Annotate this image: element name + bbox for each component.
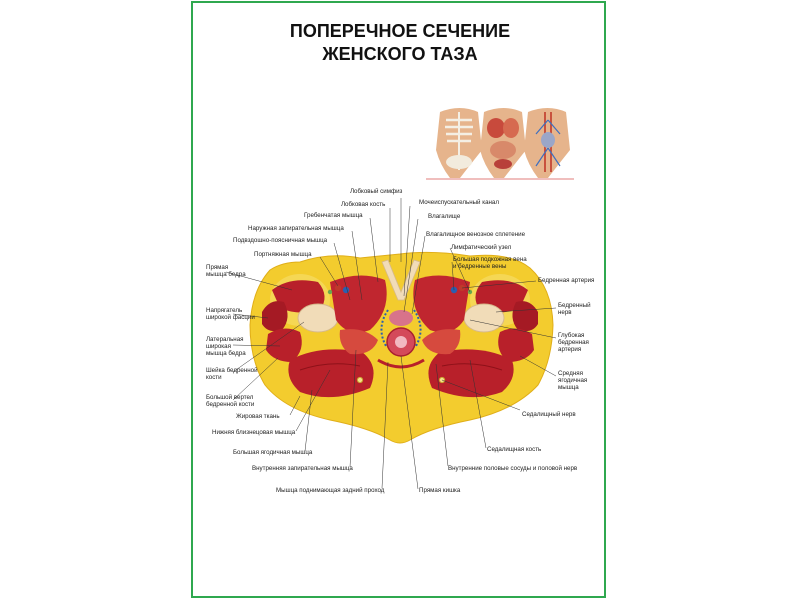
label-iliopsoas: Подвздошно-поясничная мышца — [233, 237, 328, 244]
label-deep-femoral-artery-1: Глубокая — [558, 332, 585, 339]
torso-vessels — [524, 108, 570, 178]
torso-organs — [480, 108, 526, 178]
label-femur-neck-2: кости — [206, 374, 222, 381]
label-gluteus-maximus: Большая ягодичная мышца — [233, 449, 313, 456]
left-femoral-vein — [342, 286, 350, 294]
label-fat-tissue: Жировая ткань — [236, 413, 280, 420]
label-vastus-lateralis-3: мышца бедра — [206, 350, 246, 357]
left-femur-neck — [297, 303, 339, 333]
label-pubic-bone: Лобковая кость — [341, 201, 386, 208]
left-gluteus-maximus — [288, 349, 374, 398]
poster-title-line-2: ЖЕНСКОГО ТАЗА — [322, 44, 478, 64]
label-greater-trochanter-2: бедренной кости — [206, 401, 255, 408]
right-femur-neck — [463, 303, 505, 333]
label-vagina: Влагалище — [428, 213, 461, 220]
label-inferior-gemellus: Нижняя близнецовая мышца — [212, 429, 296, 436]
label-ischium: Седалищная кость — [487, 446, 542, 453]
label-femur-neck-1: Шейка бедренной — [206, 367, 258, 374]
label-rectum: Прямая кишка — [419, 487, 461, 494]
left-obturator-ext — [339, 329, 378, 355]
label-pectineus: Гребенчатая мышца — [304, 212, 363, 219]
pelvis-cross-section — [249, 251, 554, 444]
right-gluteus-maximus — [428, 349, 514, 398]
label-urethra: Мочеиспускательный канал — [419, 199, 499, 206]
right-obturator-ext — [422, 329, 461, 355]
label-greater-trochanter-1: Большой вертел — [206, 394, 254, 401]
torso-skeleton — [436, 108, 482, 178]
leader-lines — [225, 198, 557, 490]
label-sartorius: Портняжная мышца — [254, 251, 312, 258]
label-rectus-femoris-2: мышца бедра — [206, 271, 246, 278]
label-sciatic-nerve: Седалищный нерв — [522, 411, 576, 418]
label-femoral-artery: Бедренная артерия — [538, 277, 595, 284]
label-pubic-symphysis: Лобковый симфиз — [350, 188, 403, 195]
left-vastus-lateralis — [266, 328, 302, 362]
left-lymph-node — [327, 289, 333, 295]
label-saphenous-vein-2: и бедренные вены — [453, 263, 507, 270]
label-tensor-fasciae-1: Напрягатель — [206, 307, 243, 314]
right-vastus-lateralis — [498, 328, 534, 362]
torso-thumbnails — [426, 108, 574, 180]
label-deep-femoral-artery-2: бедренная — [558, 339, 589, 346]
label-internal-obturator: Внутренняя запирательная мышца — [252, 465, 353, 472]
levator-ani — [377, 358, 425, 369]
left-tensor-fasciae — [262, 301, 288, 332]
label-rectus-femoris-1: Прямая — [206, 264, 229, 271]
label-lymph-node: Лимфатический узел — [451, 244, 512, 251]
label-gluteus-medius-2: ягодичная — [558, 377, 588, 384]
label-femoral-nerve-2: нерв — [558, 309, 572, 316]
label-levator-ani: Мышца поднимающая задний проход — [276, 487, 385, 494]
label-gluteus-medius-1: Средняя — [558, 370, 583, 377]
left-sciatic-nerve — [356, 376, 364, 384]
label-vastus-lateralis-1: Латеральная — [206, 336, 244, 343]
label-deep-femoral-artery-3: артерия — [558, 346, 582, 353]
label-vaginal-venous-plexus: Влагалищное венозное сплетение — [426, 231, 526, 238]
label-saphenous-vein-1: Большая подкожная вена — [453, 256, 527, 263]
label-gluteus-medius-3: мышца — [558, 384, 579, 391]
left-femoral-artery — [334, 284, 342, 292]
label-internal-pudendal: Внутренние половые сосуды и половой нерв — [448, 465, 578, 472]
label-external-obturator: Наружная запирательная мышца — [248, 225, 344, 232]
vagina — [389, 310, 413, 326]
right-tensor-fasciae — [512, 301, 538, 332]
poster-title-line-1: ПОПЕРЕЧНОЕ СЕЧЕНИЕ — [289, 21, 511, 41]
label-femoral-nerve-1: Бедренный — [558, 302, 591, 309]
label-tensor-fasciae-2: широкой фасции — [206, 314, 255, 321]
label-vastus-lateralis-2: широкая — [206, 343, 231, 350]
